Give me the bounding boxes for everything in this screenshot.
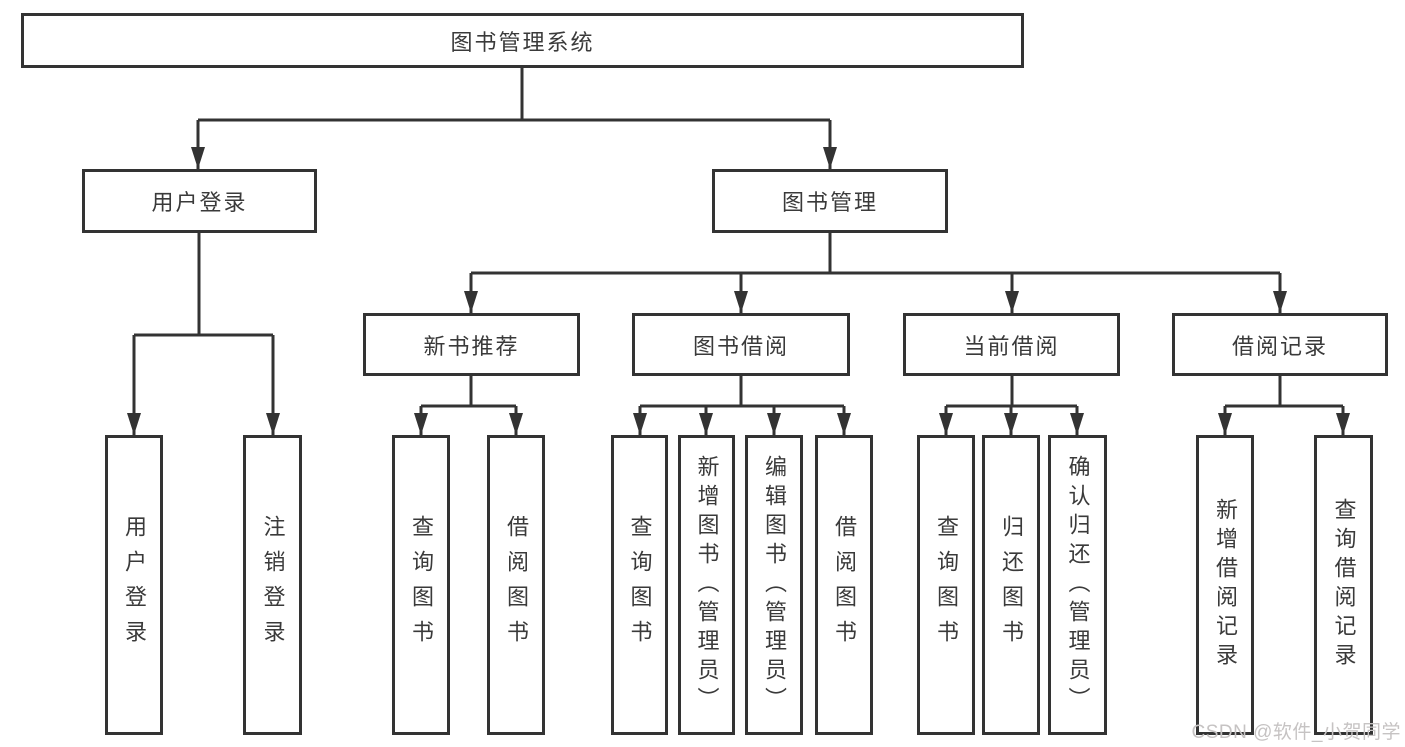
leaf-query-book-borrow: 查询图书 [611,435,668,735]
leaf-query-borrow-record: 查询借阅记录 [1314,435,1373,735]
leaf-return-book: 归还图书 [982,435,1040,735]
leaf-query-book-recommend: 查询图书 [392,435,450,735]
node-root: 图书管理系统 [21,13,1024,68]
leaf-confirm-return-admin: 确认归还（管理员） [1048,435,1107,735]
leaf-edit-book-admin: 编辑图书（管理员） [745,435,803,735]
leaf-borrow-book: 借阅图书 [815,435,873,735]
node-borrow-records: 借阅记录 [1172,313,1388,376]
leaf-add-borrow-record: 新增借阅记录 [1196,435,1254,735]
leaf-query-book-current: 查询图书 [917,435,975,735]
node-new-book-recommend: 新书推荐 [363,313,580,376]
node-book-management: 图书管理 [712,169,948,233]
node-current-borrow: 当前借阅 [903,313,1120,376]
node-user-login: 用户登录 [82,169,317,233]
node-book-borrow: 图书借阅 [632,313,850,376]
leaf-logout: 注销登录 [243,435,302,735]
leaf-add-book-admin: 新增图书（管理员） [678,435,735,735]
csdn-watermark: CSDN @软件_小贺同学 [1191,722,1401,743]
leaf-borrow-book-recommend: 借阅图书 [487,435,545,735]
leaf-user-login: 用户登录 [105,435,163,735]
